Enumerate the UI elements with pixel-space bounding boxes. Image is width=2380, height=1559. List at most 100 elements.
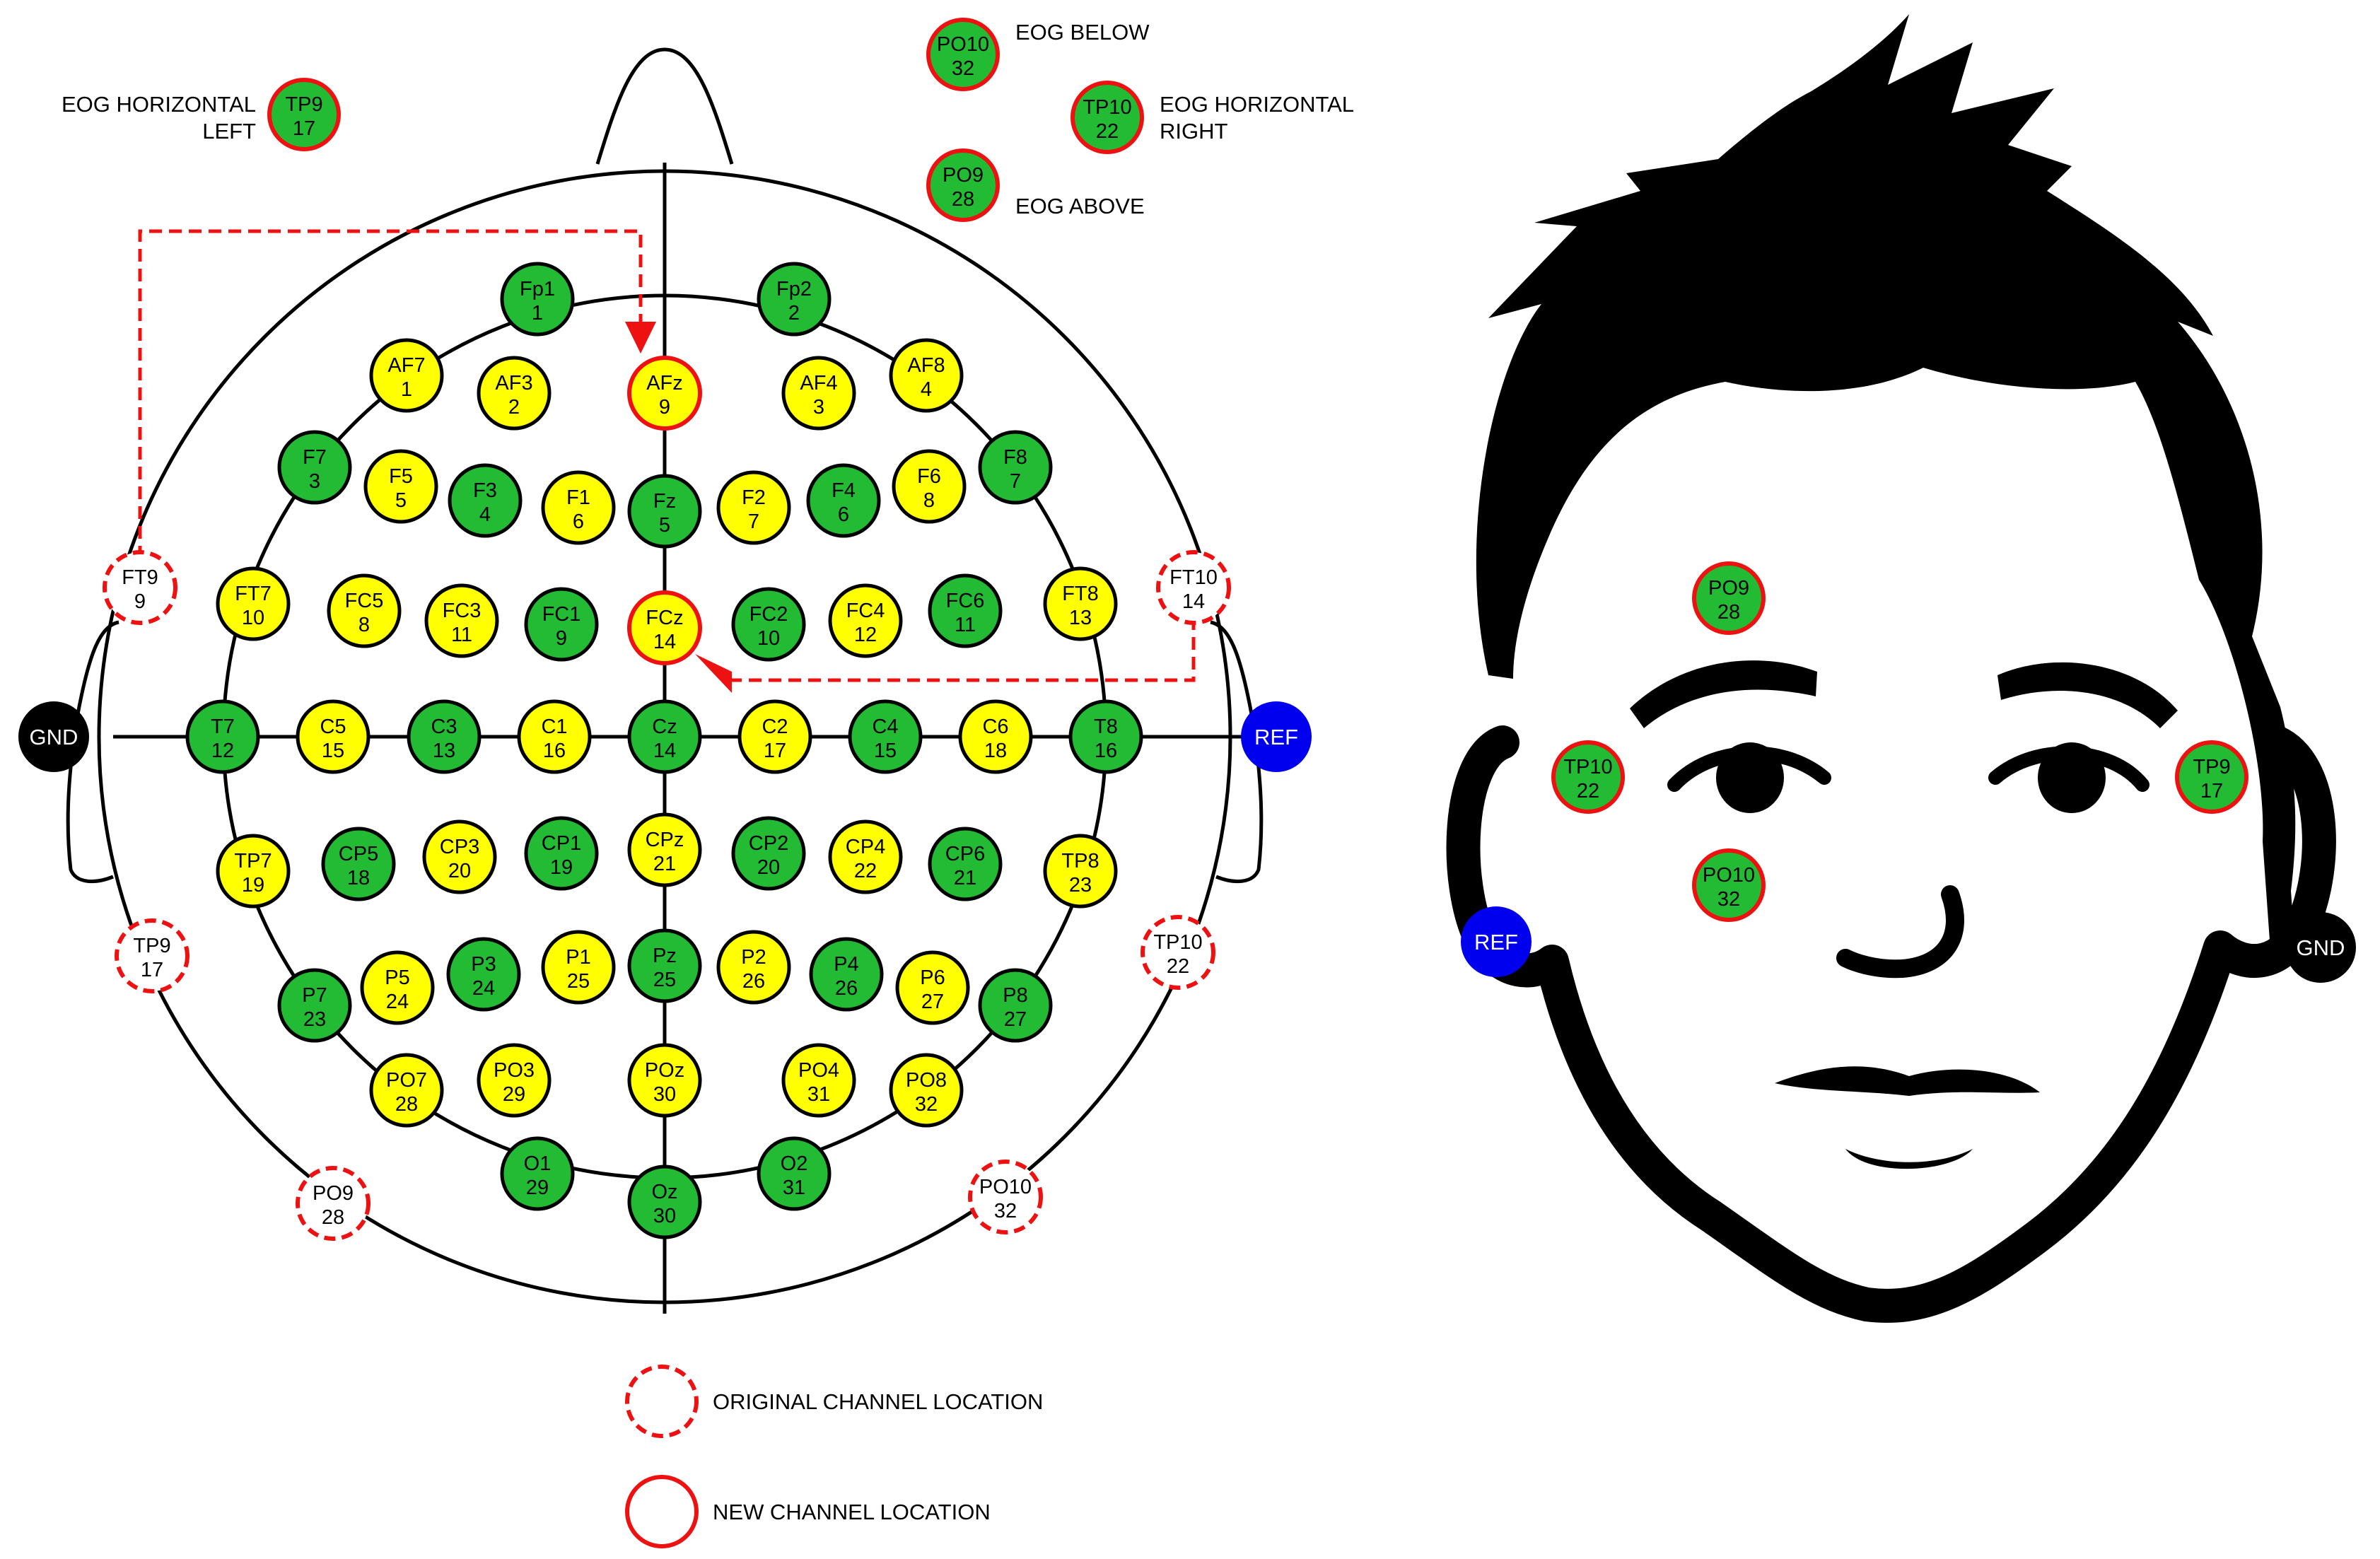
electrode-f3-number: 4 (479, 503, 491, 526)
eog-above-text: EOG ABOVE (1015, 194, 1145, 218)
electrode-t7-circle (185, 699, 260, 774)
electrode-ft7-circle (216, 566, 291, 641)
electrode-fc3-circle (424, 583, 499, 658)
face-po9: PO9 28 (1692, 561, 1766, 635)
face-tp9-num: 17 (2200, 780, 2223, 802)
electrode-af4-circle (781, 356, 856, 431)
electrode-po9-label: PO9 (313, 1182, 354, 1205)
electrode-t8-label: T8 (1094, 716, 1118, 738)
electrode-t8-number: 16 (1095, 740, 1117, 762)
electrode-cp6-number: 21 (954, 867, 976, 889)
electrode-f1-circle (541, 470, 616, 545)
electrode-fp2-number: 2 (788, 302, 800, 325)
electrode-cp1-circle (524, 816, 599, 891)
electrode-cz-label: Cz (652, 716, 677, 738)
electrode-po10-label: PO10 (979, 1176, 1032, 1198)
electrode-c6-label: C6 (982, 716, 1008, 738)
face-tp10-label: TP10 (1563, 756, 1612, 778)
remap-path-ft9-to-afz (138, 229, 643, 559)
electrode-f1: F16 (541, 470, 616, 545)
face-illustration: PO9 28 TP10 22 TP9 17 PO10 32 REF GND (1446, 14, 2356, 1323)
electrode-po8-label: PO8 (906, 1069, 947, 1092)
electrode-p1-label: P1 (566, 946, 590, 969)
electrode-f8-label: F8 (1003, 446, 1027, 469)
eog-right-line1: EOG HORIZONTAL (1160, 92, 1354, 117)
electrode-fc4-label: FC4 (846, 600, 885, 622)
electrode-cp2-number: 20 (757, 856, 780, 879)
electrode-p6-circle (895, 950, 970, 1025)
electrode-cz-number: 14 (653, 740, 676, 762)
electrode-f6: F68 (892, 449, 967, 524)
electrode-tp10-label: TP10 (1153, 931, 1202, 954)
electrode-f3-label: F3 (473, 479, 497, 502)
electrode-cp1-number: 19 (550, 856, 573, 879)
electrode-af7-label: AF7 (387, 354, 425, 377)
left-eyebrow (1630, 660, 1817, 728)
electrode-tp9-label: TP9 (133, 935, 170, 957)
face-gnd-label: GND (2297, 935, 2345, 960)
electrode-f1-label: F1 (566, 486, 590, 509)
electrode-fz: Fz5 (627, 474, 702, 549)
electrode-cp4-label: CP4 (846, 836, 885, 858)
electrode-ft9-number: 9 (134, 590, 146, 613)
electrode-p8-circle (978, 968, 1053, 1043)
electrode-o2-label: O2 (781, 1152, 808, 1175)
electrode-c3-label: C3 (431, 716, 457, 738)
electrode-fc6-circle (928, 573, 1003, 648)
legend-new-text: NEW CHANNEL LOCATION (713, 1500, 991, 1524)
electrode-afz-label: AFz (646, 372, 683, 395)
electrode-t7-label: T7 (211, 716, 235, 738)
electrode-cp6-label: CP6 (945, 843, 985, 865)
electrode-cpz-label: CPz (646, 829, 684, 851)
electrode-cz-circle (627, 699, 702, 774)
electrode-f2-number: 7 (748, 510, 759, 533)
eog-tp9-num: 17 (293, 117, 315, 140)
electrode-f1-number: 6 (573, 510, 584, 533)
electrode-f6-circle (892, 449, 967, 524)
electrode-c2-number: 17 (764, 740, 786, 762)
face-po10: PO10 32 (1692, 848, 1766, 922)
electrode-f5-circle (363, 449, 438, 524)
electrode-af3-circle (477, 356, 552, 431)
face-outline (1446, 725, 2336, 1323)
electrode-ft8-circle (1043, 566, 1118, 641)
upper-lip (1775, 1066, 2040, 1096)
electrode-fc6-label: FC6 (946, 590, 985, 612)
electrode-po3-label: PO3 (494, 1059, 535, 1082)
electrode-tp10-number: 22 (1167, 955, 1189, 978)
electrode-ft7-label: FT7 (235, 583, 272, 605)
electrode-oz-circle (627, 1164, 702, 1239)
right-ear (1210, 620, 1264, 884)
electrode-c4-number: 15 (874, 740, 897, 762)
legend-original-text: ORIGINAL CHANNEL LOCATION (713, 1389, 1043, 1414)
electrode-ft8-label: FT8 (1062, 583, 1099, 605)
electrode-fc5-label: FC5 (345, 590, 384, 612)
electrode-fp2-label: Fp2 (776, 278, 812, 300)
electrode-p4-circle (809, 937, 884, 1012)
electrode-po4-label: PO4 (798, 1059, 839, 1082)
left-eye-pupil (1716, 742, 1784, 813)
electrode-f6-label: F6 (917, 465, 941, 488)
gnd-label: GND (30, 725, 78, 749)
